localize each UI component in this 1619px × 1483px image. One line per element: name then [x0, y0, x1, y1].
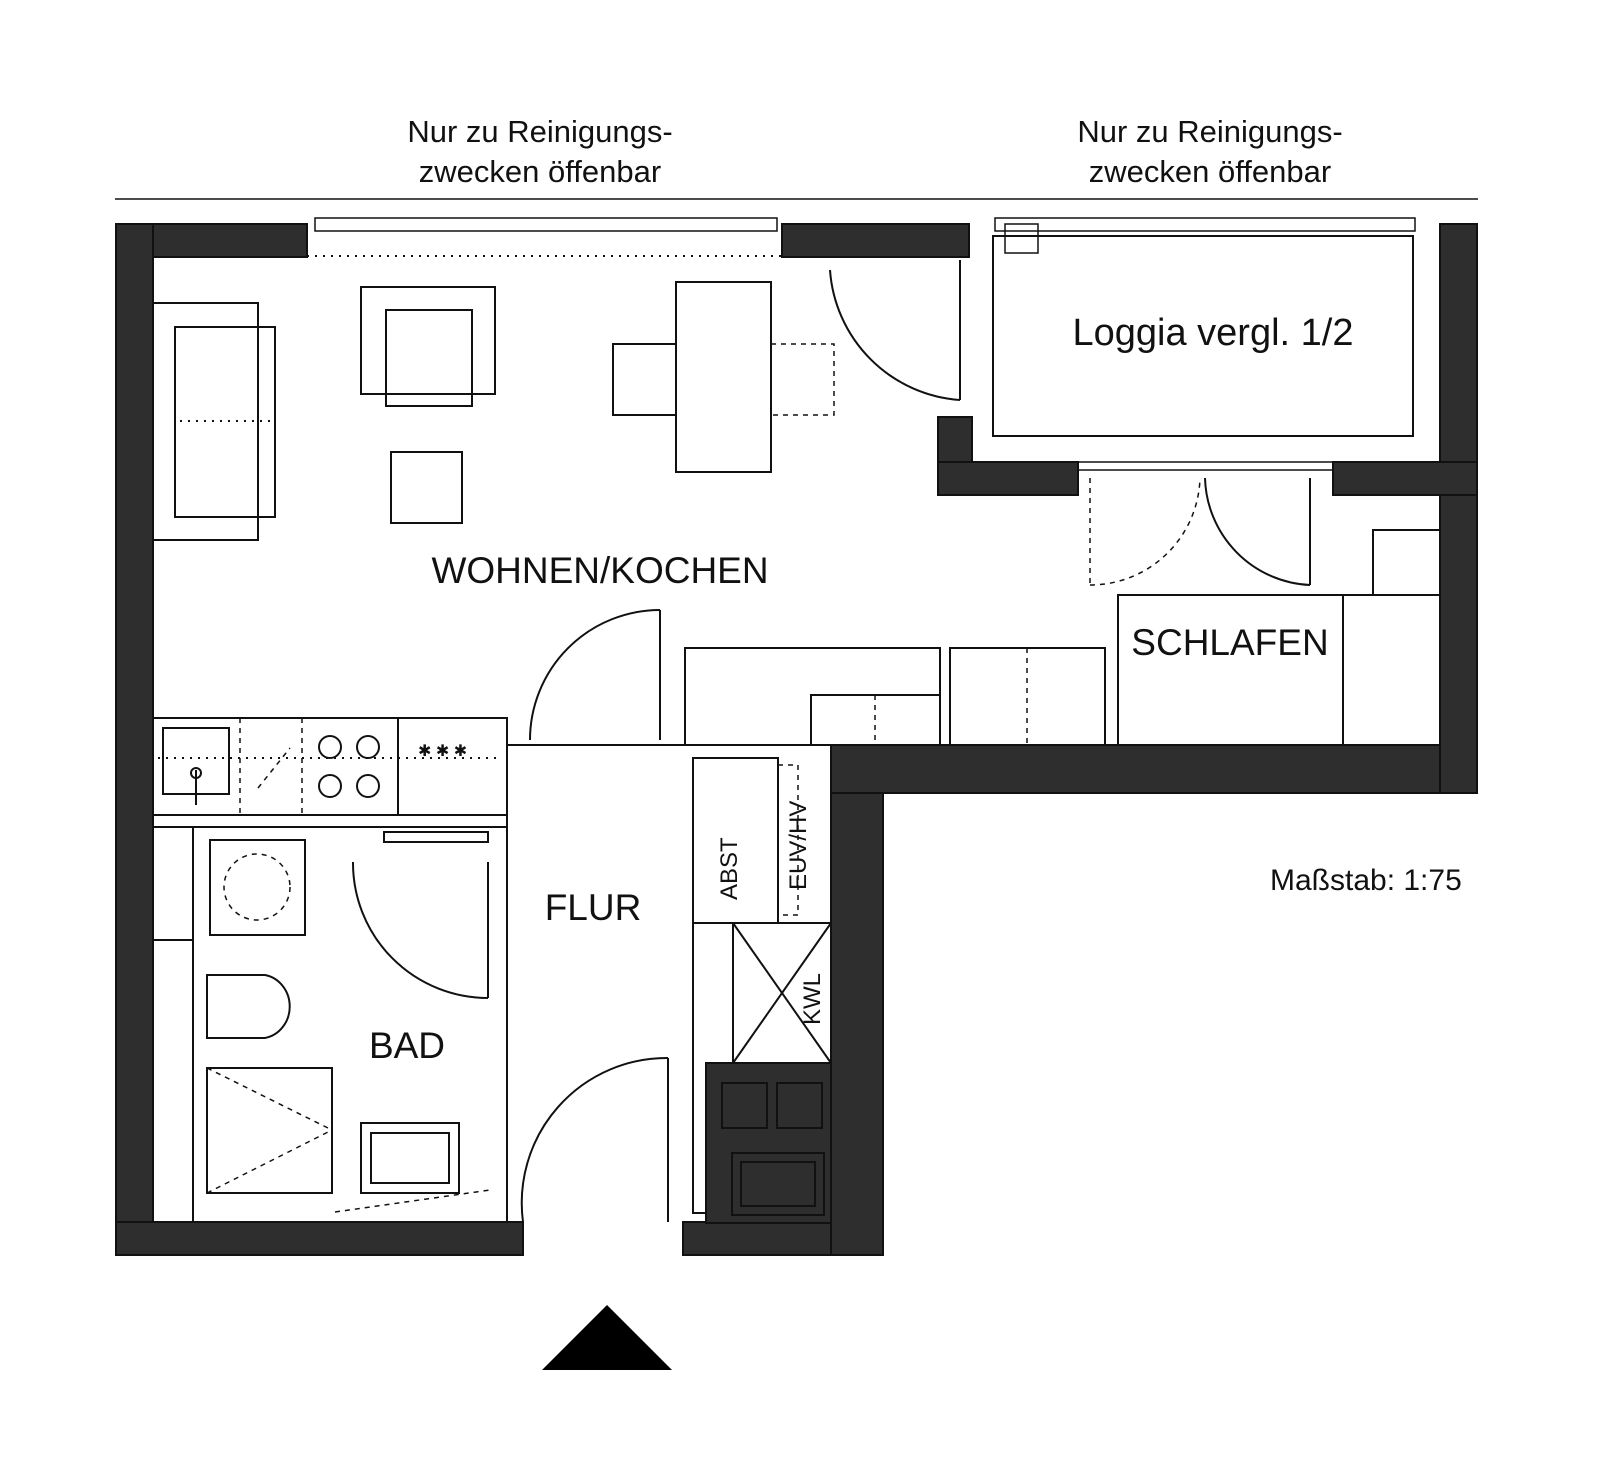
bathroom-sink-inner [370, 1132, 450, 1184]
window-note-left-line2: zwecken öffenbar [419, 154, 661, 189]
washing-machine-icon [209, 839, 306, 936]
svg-text:✱ ✱ ✱: ✱ ✱ ✱ [418, 743, 467, 760]
window-note-right-line2: zwecken öffenbar [1089, 154, 1331, 189]
shaft-euv-hv: EUV/HV [777, 764, 812, 916]
sleep-door-swing-right [1204, 477, 1311, 586]
washing-machine-drum [223, 853, 291, 921]
wall-right [1439, 223, 1478, 794]
bathroom-door-swing [351, 861, 489, 999]
exterior-walls [115, 223, 1478, 1256]
room-label-wohnen-kochen: WOHNEN/KOCHEN [431, 550, 768, 591]
armchair-icon [360, 286, 496, 407]
shaft-kwl-label: KWL [799, 973, 826, 1025]
sofa-icon [152, 302, 276, 541]
toilet-icon [206, 974, 291, 1039]
window-left [307, 217, 782, 257]
dishwasher-mark [257, 747, 291, 789]
window-note-right: Nur zu Reinigungs- zwecken öffenbar [1077, 114, 1342, 189]
shaft-abst: ABST [692, 757, 779, 924]
extractor-marks: ✱ ✱ ✱ [418, 743, 467, 760]
shaft-kwl: KWL [732, 922, 832, 1064]
interior-walls [153, 718, 831, 1222]
window-right [994, 217, 1416, 254]
entrance-door-swing [520, 1056, 669, 1223]
wardrobe-low [684, 647, 941, 746]
bed-icon [1117, 529, 1441, 746]
wall-inner-corner-horizontal [830, 744, 1478, 794]
loggia-label: Loggia vergl. 1/2 [1073, 312, 1354, 354]
window-note-left-line1: Nur zu Reinigungs- [407, 114, 672, 149]
side-table [390, 451, 463, 524]
living-door-swing [529, 609, 661, 741]
table-icon [612, 281, 835, 473]
wall-loggia-bottom-left [937, 461, 1079, 496]
wall-bottom-left [115, 1221, 524, 1256]
window-right-post [1004, 223, 1039, 254]
shaft-euv-hv-label: EUV/HV [785, 801, 812, 890]
appliance-stack [705, 1062, 832, 1224]
wall-left [115, 223, 154, 1256]
wardrobe-right [949, 647, 1106, 746]
room-label-schlafen: SCHLAFEN [1131, 622, 1328, 663]
bathroom-radiator [383, 831, 489, 843]
loggia-outline [992, 235, 1414, 437]
bathroom-sink [360, 1122, 460, 1194]
bathroom-threshold [334, 1189, 491, 1213]
wall-top-mid [781, 223, 970, 258]
wall-loggia-bottom-right [1332, 461, 1478, 496]
window-left-frame [314, 217, 778, 232]
window-note-right-line1: Nur zu Reinigungs- [1077, 114, 1342, 149]
door-swing-icon [829, 269, 961, 401]
shaft-abst-label: ABST [716, 837, 743, 900]
window-right-frame [994, 217, 1416, 232]
kitchen-counter [152, 717, 508, 816]
room-label-flur: FLUR [545, 887, 642, 928]
entrance-arrow-icon [542, 1305, 672, 1370]
sleep-door-swing-left [1089, 477, 1201, 586]
shower-icon [206, 1067, 333, 1194]
wall-inner-corner-vertical [830, 744, 884, 1256]
sink-icon [162, 727, 230, 805]
room-label-bad: BAD [369, 1025, 445, 1066]
window-note-left: Nur zu Reinigungs- zwecken öffenbar [407, 114, 672, 189]
scale-label: Maßstab: 1:75 [1270, 864, 1462, 897]
stove-icon [318, 735, 380, 798]
